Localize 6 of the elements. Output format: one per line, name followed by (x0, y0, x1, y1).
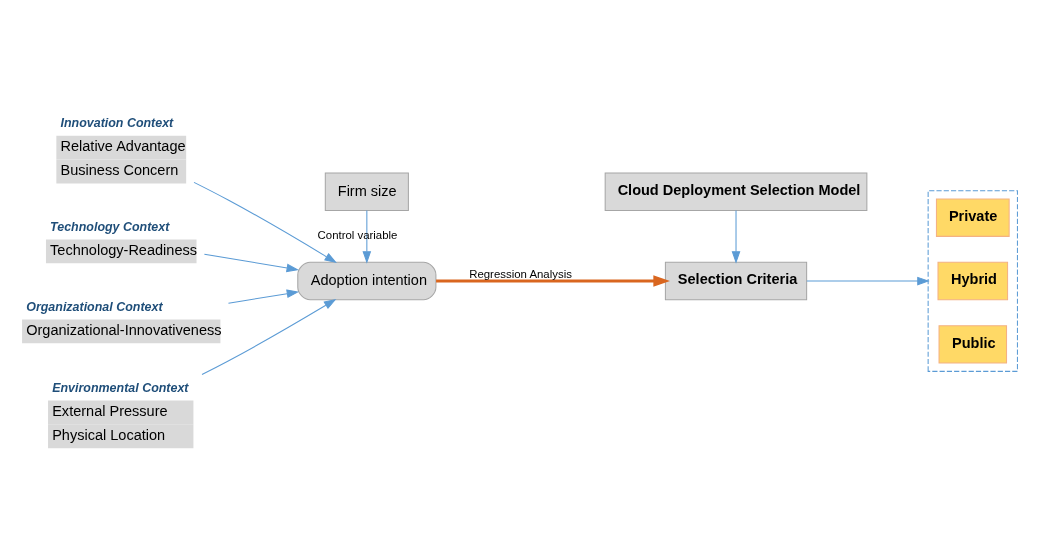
node-label: Innovation Context (60, 115, 174, 130)
edge-label: Regression Analysis (469, 267, 572, 280)
edge-label: Control variable (317, 228, 398, 241)
node-label: Environmental Context (52, 380, 189, 395)
node-label: Organizational Context (26, 299, 163, 314)
node-label: Technology Context (50, 219, 170, 234)
